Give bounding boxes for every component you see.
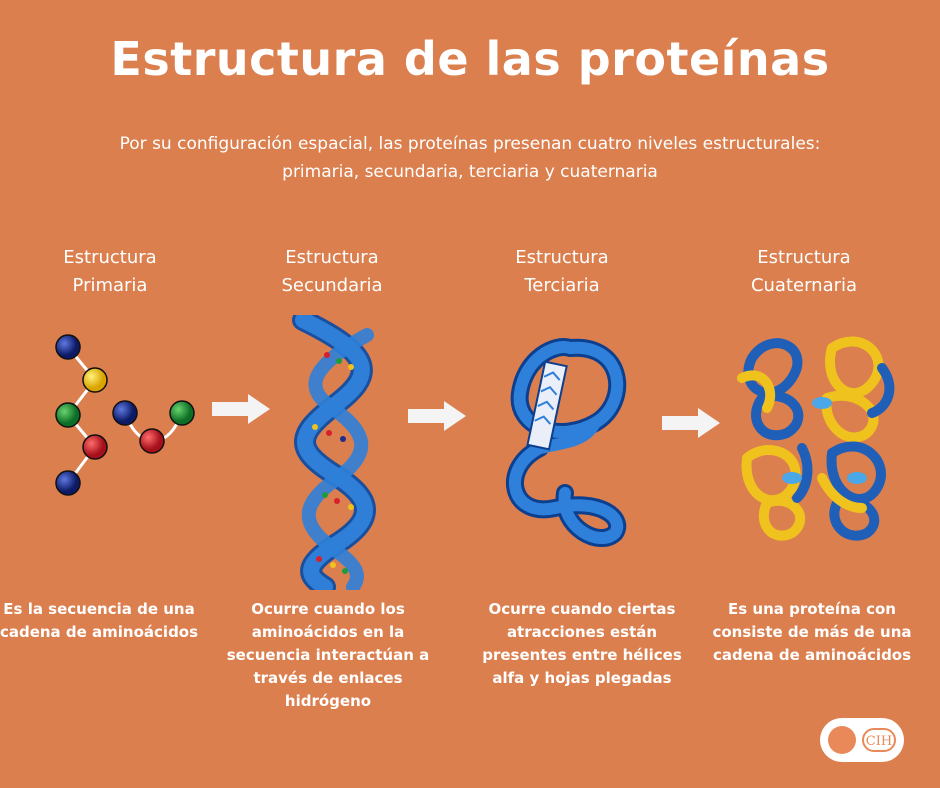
binding-site: [847, 472, 867, 484]
atom-navy: [55, 470, 81, 496]
quaternary-title-line2: Cuaternaria: [750, 275, 858, 296]
secondary-title-line1: Estructura: [285, 247, 379, 268]
subunit-bottom-right: [817, 441, 886, 541]
quaternary-title-line1: Estructura: [757, 247, 851, 268]
page-title: Estructura de las proteínas: [110, 32, 830, 86]
alpha-helix-pattern: [534, 371, 561, 425]
atom-green: [55, 402, 81, 428]
subunit-top-left: [737, 338, 804, 441]
secondary-structure-title: Estructura Secundaria: [232, 244, 432, 300]
primary-title-line1: Estructura: [63, 247, 157, 268]
atom-navy: [112, 400, 138, 426]
page-subtitle: Por su configuración espacial, las prote…: [119, 134, 821, 182]
helix-second-strand: [301, 328, 374, 590]
microscope-icon: [828, 726, 856, 754]
primary-structure-molecule-illustration: [55, 334, 195, 496]
arrow-right-icon: [408, 401, 466, 431]
cih-logo: CIH: [820, 718, 904, 762]
quaternary-structure-description: Es una proteína con consiste de más de u…: [712, 600, 912, 664]
tertiary-structure-description: Ocurre cuando ciertas atracciones están …: [482, 600, 682, 687]
logo-text: CIH: [862, 728, 896, 752]
secondary-structure-helix-illustration: [292, 315, 376, 590]
arrow-right-icon: [662, 408, 720, 438]
arrow-right-icon: [212, 394, 270, 424]
quaternary-structure-subunits-illustration: [737, 336, 895, 541]
tertiary-title-line2: Terciaria: [524, 275, 600, 296]
subunit-bottom-left: [741, 443, 813, 541]
subunit-top-right: [821, 336, 895, 443]
secondary-title-line2: Secundaria: [281, 275, 383, 296]
atom-green: [169, 400, 195, 426]
binding-site: [812, 397, 832, 409]
alpha-helix-segment: [526, 360, 568, 451]
helix-bonds: [312, 352, 354, 574]
quaternary-structure-title: Estructura Cuaternaria: [704, 244, 904, 300]
atom-yellow: [82, 367, 108, 393]
secondary-structure-description: Ocurre cuando los aminoácidos en la secu…: [226, 600, 430, 710]
tertiary-structure-title: Estructura Terciaria: [462, 244, 662, 300]
atom-red: [82, 434, 108, 460]
tertiary-title-line1: Estructura: [515, 247, 609, 268]
atom-red: [139, 428, 165, 454]
primary-structure-description: Es la secuencia de una cadena de aminoác…: [0, 600, 199, 641]
binding-site: [782, 472, 802, 484]
tertiary-structure-fold-illustration: [505, 338, 627, 547]
atom-navy: [55, 334, 81, 360]
helix-front-strand: [295, 315, 373, 590]
primary-structure-title: Estructura Primaria: [10, 244, 210, 300]
primary-title-line2: Primaria: [72, 275, 148, 296]
